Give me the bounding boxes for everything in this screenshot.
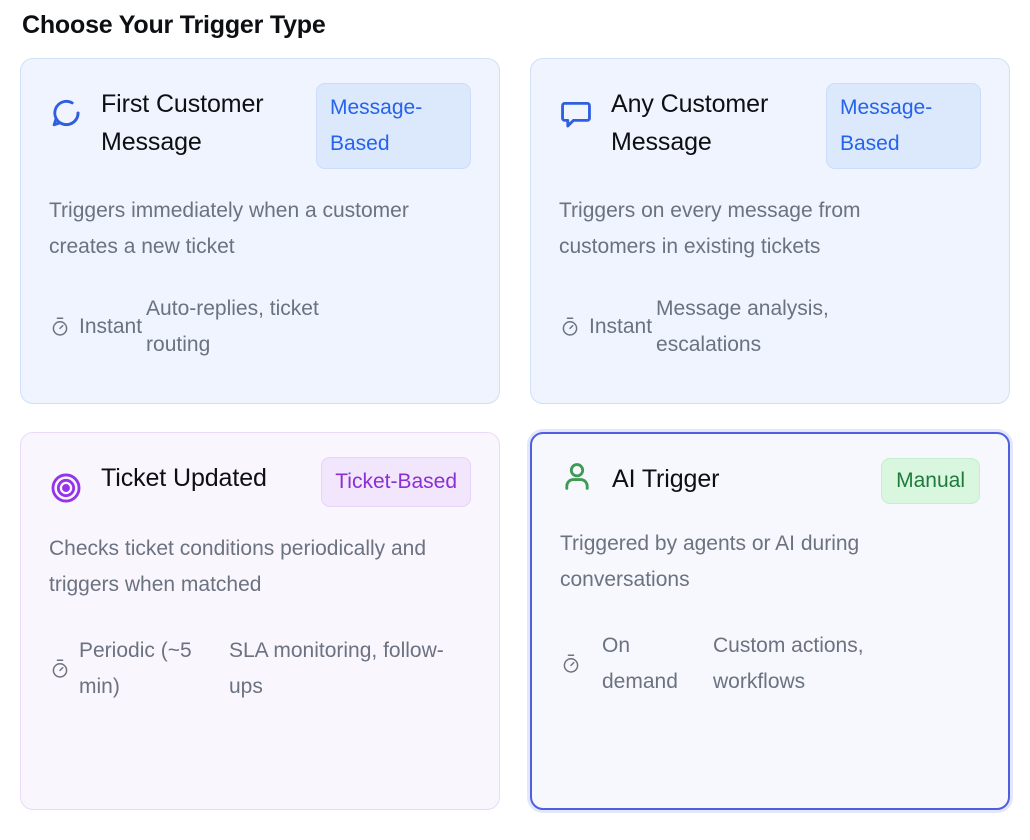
page-title: Choose Your Trigger Type: [22, 11, 326, 39]
trigger-card-any-customer-message[interactable]: Any Customer Message Message-Based Trigg…: [530, 58, 1010, 404]
card-meta: On demand Custom actions, workflows: [560, 628, 980, 700]
card-meta: Instant Message analysis, escalations: [559, 291, 981, 363]
card-use-case: Custom actions, workflows: [713, 634, 864, 693]
card-title: First Customer Message: [101, 90, 264, 156]
speech-bubble-round-icon: [49, 97, 83, 131]
card-description: Checks ticket conditions periodically an…: [49, 537, 427, 596]
card-header: AI Trigger Manual: [560, 458, 980, 504]
card-title: AI Trigger: [612, 465, 720, 493]
card-badge: Message-Based: [316, 83, 471, 169]
card-badge: Manual: [881, 458, 980, 504]
card-badge: Ticket-Based: [321, 457, 471, 507]
card-badge: Message-Based: [826, 83, 981, 169]
card-use-case: SLA monitoring, follow-ups: [229, 639, 444, 698]
card-use-case: Message analysis, escalations: [656, 297, 829, 356]
stopwatch-icon: [49, 658, 71, 680]
card-timing: Instant: [79, 315, 143, 338]
card-title: Ticket Updated: [101, 464, 267, 492]
trigger-card-ticket-updated[interactable]: Ticket Updated Ticket-Based Checks ticke…: [20, 432, 500, 810]
card-timing: Instant: [589, 315, 653, 338]
card-meta: Periodic (~5 min) SLA monitoring, follow…: [49, 633, 471, 705]
card-use-case: Auto-replies, ticket routing: [146, 297, 319, 356]
card-timing: On demand: [602, 634, 678, 693]
person-icon: [560, 460, 594, 494]
card-description: Triggered by agents or AI during convers…: [560, 532, 860, 591]
target-icon: [49, 471, 83, 505]
stopwatch-icon: [559, 316, 581, 338]
stopwatch-icon: [560, 653, 582, 675]
message-square-icon: [559, 97, 593, 131]
trigger-card-first-customer-message[interactable]: First Customer Message Message-Based Tri…: [20, 58, 500, 404]
trigger-type-chooser: Choose Your Trigger Type First Customer …: [20, 11, 1010, 810]
card-header: Ticket Updated Ticket-Based: [49, 457, 471, 507]
card-description: Triggers on every message from customers…: [559, 199, 861, 258]
card-title: Any Customer Message: [611, 90, 769, 156]
card-meta: Instant Auto-replies, ticket routing: [49, 291, 471, 363]
card-header: Any Customer Message Message-Based: [559, 83, 981, 169]
stopwatch-icon: [49, 316, 71, 338]
card-header: First Customer Message Message-Based: [49, 83, 471, 169]
card-description: Triggers immediately when a customer cre…: [49, 199, 409, 258]
card-timing: Periodic (~5 min): [79, 639, 192, 698]
trigger-card-grid: First Customer Message Message-Based Tri…: [20, 58, 1010, 810]
trigger-card-ai-trigger[interactable]: AI Trigger Manual Triggered by agents or…: [530, 432, 1010, 810]
